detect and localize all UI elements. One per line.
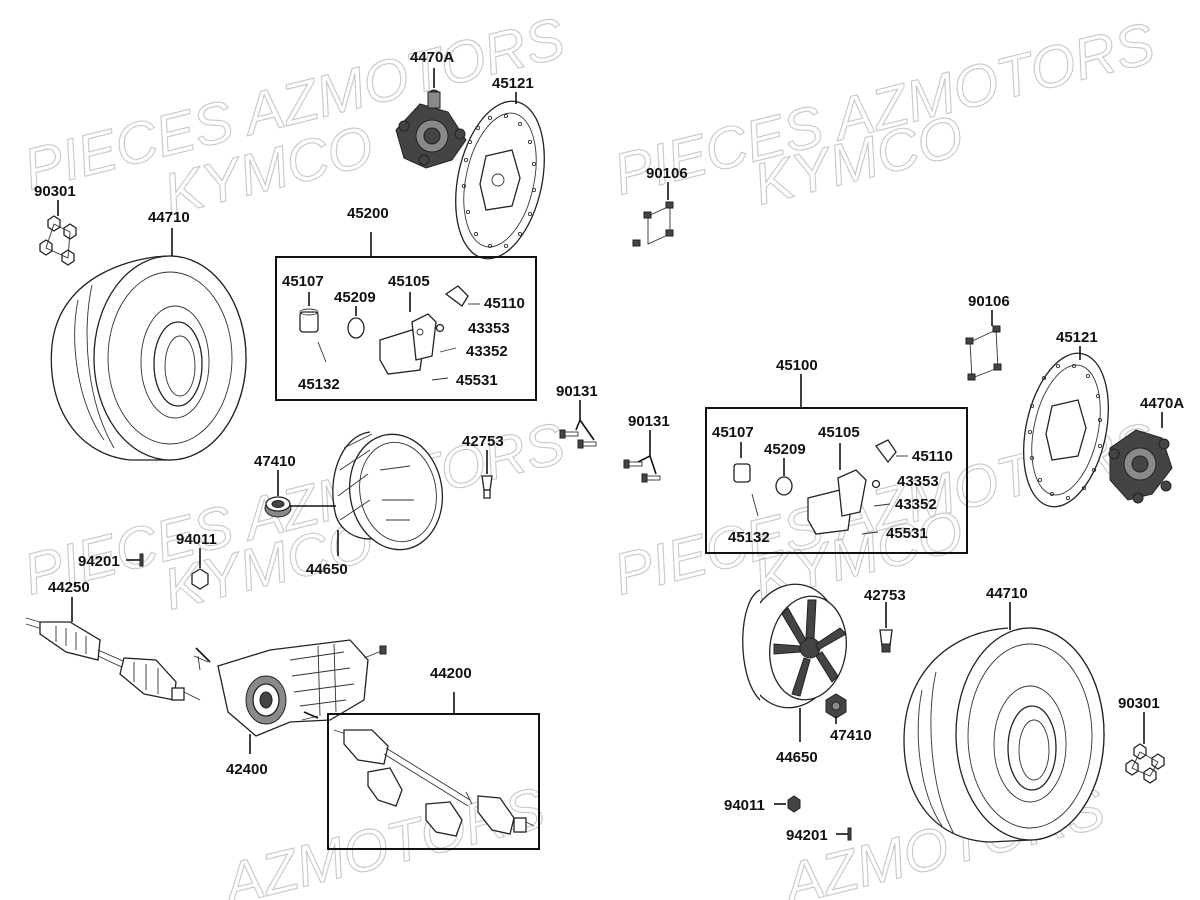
callout-45200: 45200 — [347, 205, 389, 222]
callout-45121-left: 45121 — [492, 75, 534, 92]
callout-90106-top: 90106 — [646, 165, 688, 182]
callout-44650-right: 44650 — [776, 749, 818, 766]
axle-assembly-box — [327, 713, 540, 850]
valve-left — [481, 475, 493, 499]
caliper-parts-right — [733, 439, 897, 535]
tire-right — [903, 627, 1105, 843]
callout-43352-right: 43352 — [895, 496, 937, 513]
callout-44710-right: 44710 — [986, 585, 1028, 602]
callout-4470A-left: 4470A — [410, 49, 454, 66]
callout-45105-left: 45105 — [388, 273, 430, 290]
callout-47410-left: 47410 — [254, 453, 296, 470]
callout-45100: 45100 — [776, 357, 818, 374]
arrow-gearcase-left — [195, 647, 211, 663]
hub-left — [395, 89, 467, 169]
nut-94011-left — [191, 568, 209, 590]
callout-44650-left: 44650 — [306, 561, 348, 578]
rim-right — [742, 583, 847, 709]
callout-94011-left: 94011 — [176, 531, 217, 548]
valve-right — [879, 629, 893, 653]
callout-42753-left: 42753 — [462, 433, 504, 450]
callout-90131-a: 90131 — [556, 383, 598, 400]
callout-45110-right: 45110 — [912, 448, 953, 465]
callout-45531-left: 45531 — [456, 372, 498, 389]
rim-left — [332, 431, 444, 551]
callout-47410-right: 47410 — [830, 727, 872, 744]
callout-45209-right: 45209 — [764, 441, 806, 458]
callout-94011-right: 94011 — [724, 797, 765, 814]
bearing-right — [825, 693, 847, 719]
callout-45209-left: 45209 — [334, 289, 376, 306]
callout-4470A-right: 4470A — [1140, 395, 1184, 412]
callout-43353-left: 43353 — [468, 320, 510, 337]
callout-90106-right: 90106 — [968, 293, 1010, 310]
brake-disc-right — [1022, 352, 1110, 508]
arrow-gearcase-right — [303, 711, 319, 719]
callout-43352-left: 43352 — [466, 343, 508, 360]
callout-43353-right: 43353 — [897, 473, 939, 490]
callout-45110-left: 45110 — [484, 295, 525, 312]
callout-42400: 42400 — [226, 761, 268, 778]
nut-94011-right — [787, 795, 801, 813]
axle-shaft-left — [25, 617, 201, 701]
callout-45132-right: 45132 — [728, 529, 770, 546]
callout-45107-right: 45107 — [712, 424, 754, 441]
bearing-left — [264, 496, 292, 518]
callout-45121-right: 45121 — [1056, 329, 1098, 346]
callout-94201-left: 94201 — [78, 553, 120, 570]
lug-nuts-left — [39, 215, 77, 266]
callout-44710-left: 44710 — [148, 209, 190, 226]
bolts-90106-right — [965, 325, 1002, 381]
callout-94201-right: 94201 — [786, 827, 828, 844]
callout-45531-right: 45531 — [886, 525, 928, 542]
bolts-90106-top — [632, 201, 674, 247]
caliper-assembly-box-left — [275, 256, 537, 401]
callout-90131-b: 90131 — [628, 413, 670, 430]
callout-90301-left: 90301 — [34, 183, 76, 200]
axle-shaft-parts — [333, 729, 535, 837]
callout-90301-right: 90301 — [1118, 695, 1160, 712]
brake-disc-left — [455, 100, 545, 260]
lug-nuts-right — [1125, 743, 1165, 784]
callout-45107-left: 45107 — [282, 273, 324, 290]
caliper-assembly-box-right — [705, 407, 968, 554]
hub-right — [1108, 429, 1173, 504]
tire-left — [50, 255, 247, 461]
callout-44200: 44200 — [430, 665, 472, 682]
callout-45105-right: 45105 — [818, 424, 860, 441]
caliper-parts-left — [299, 285, 469, 381]
callout-44250: 44250 — [48, 579, 90, 596]
callout-42753-right: 42753 — [864, 587, 906, 604]
callout-45132-left: 45132 — [298, 376, 340, 393]
bolts-90131 — [559, 429, 661, 483]
gearcase — [193, 639, 387, 737]
